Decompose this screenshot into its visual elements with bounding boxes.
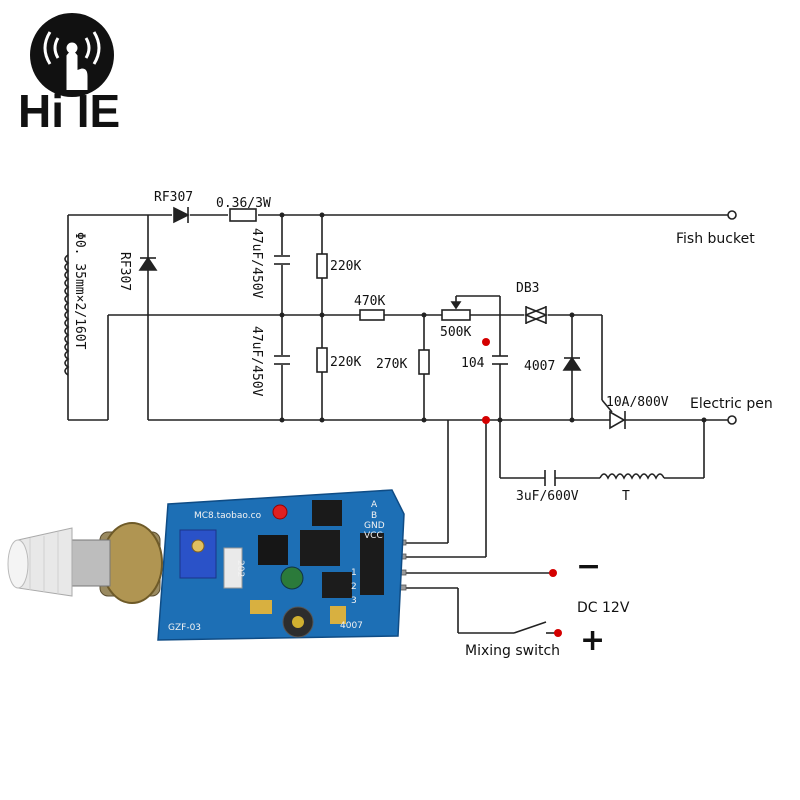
label-mixing-switch: Mixing switch (465, 643, 560, 659)
label-diode-4007: 4007 (524, 359, 555, 374)
ic-chip-top (312, 500, 342, 526)
triac-10a-800v (609, 410, 626, 430)
pcb-num-2: 2 (351, 582, 357, 592)
res-470k (359, 309, 385, 321)
res-220k-upper (316, 253, 328, 279)
terminal-electric-pen (727, 415, 737, 425)
label-resistor-top: 0.36/3W (216, 196, 271, 211)
label-triac: 10A/800V (606, 395, 669, 410)
pcb-pin-a: A (371, 500, 378, 510)
label-cap-lower: 47uF/450V (249, 326, 264, 397)
label-fish-bucket: Fish bucket (676, 231, 755, 247)
transformer-t (599, 473, 665, 480)
cap-104 (492, 355, 508, 365)
logo-text: Hi IE (18, 85, 120, 137)
junction-dots (279, 212, 707, 423)
potentiometer-knob (7, 522, 163, 604)
label-res-220k-upper: 220K (330, 259, 361, 274)
schematic-labels: RF307 0.36/3W RF307 47uF/450V 47uF/450V … (72, 190, 773, 659)
label-diode-vertical: RF307 (117, 252, 132, 291)
diac-db3 (523, 306, 549, 324)
diode-4007 (562, 356, 582, 371)
label-res-470k: 470K (354, 294, 385, 309)
pcb-smd-code: 202 (235, 560, 245, 577)
label-res-220k-lower: 220K (330, 355, 361, 370)
label-electric-pen: Electric pen (690, 396, 773, 412)
label-diode-top: RF307 (154, 190, 193, 205)
pcb-model: GZF-03 (168, 623, 201, 633)
pcb-module: MC8.taobao.co A B GND VCC GZF-03 4007 20… (7, 489, 407, 641)
trimmer-pot (179, 529, 217, 579)
pcb-site-text: MC8.taobao.co (194, 511, 262, 521)
red-led (272, 504, 288, 520)
diode-rf307-top (173, 206, 190, 224)
terminal-fish-bucket (727, 210, 737, 220)
label-dc-12v: DC 12V (577, 600, 630, 616)
logo: Hi IE (18, 13, 120, 137)
wireless-signal-hand-icon (43, 31, 101, 90)
label-cap-3uf: 3uF/600V (516, 489, 579, 504)
label-res-270k: 270K (376, 357, 407, 372)
inductor-coil (64, 254, 70, 376)
res-270k (418, 349, 430, 375)
ic-chip-mid (258, 535, 288, 565)
res-220k-lower (316, 347, 328, 373)
pcb-header (360, 533, 384, 595)
pcb-pin-b: B (371, 511, 377, 521)
label-diac: DB3 (516, 281, 539, 296)
pcb-pin-gnd: GND (364, 521, 385, 531)
label-plus: + (580, 623, 605, 658)
schematic-wires (67, 214, 728, 634)
pcb-ic-code: 4007 (340, 621, 363, 631)
label-transformer: T (622, 489, 630, 504)
pcb-num-1: 1 (351, 568, 357, 578)
label-coil-spec: Φ0. 35mm×2/160T (72, 232, 87, 350)
label-cap-upper: 47uF/450V (249, 228, 264, 299)
pot-500k (441, 309, 471, 321)
transistor-pack (322, 572, 352, 598)
pcb-num-3: 3 (351, 596, 357, 606)
ic-chip-right (300, 530, 340, 566)
label-pot-500k: 500K (440, 325, 471, 340)
diode-rf307-vertical (138, 256, 158, 271)
cap-47uf-upper (274, 255, 290, 265)
schematic-components (64, 206, 737, 486)
label-minus: − (576, 549, 601, 584)
label-cap-104: 104 (461, 356, 485, 371)
smd-resistor (223, 547, 243, 589)
resistor-0-36-3w (229, 208, 257, 222)
cap-3uf (544, 470, 556, 486)
pcb-pin-vcc: VCC (364, 531, 383, 541)
red-connection-dots (482, 338, 562, 637)
cap-47uf-lower (274, 355, 290, 365)
